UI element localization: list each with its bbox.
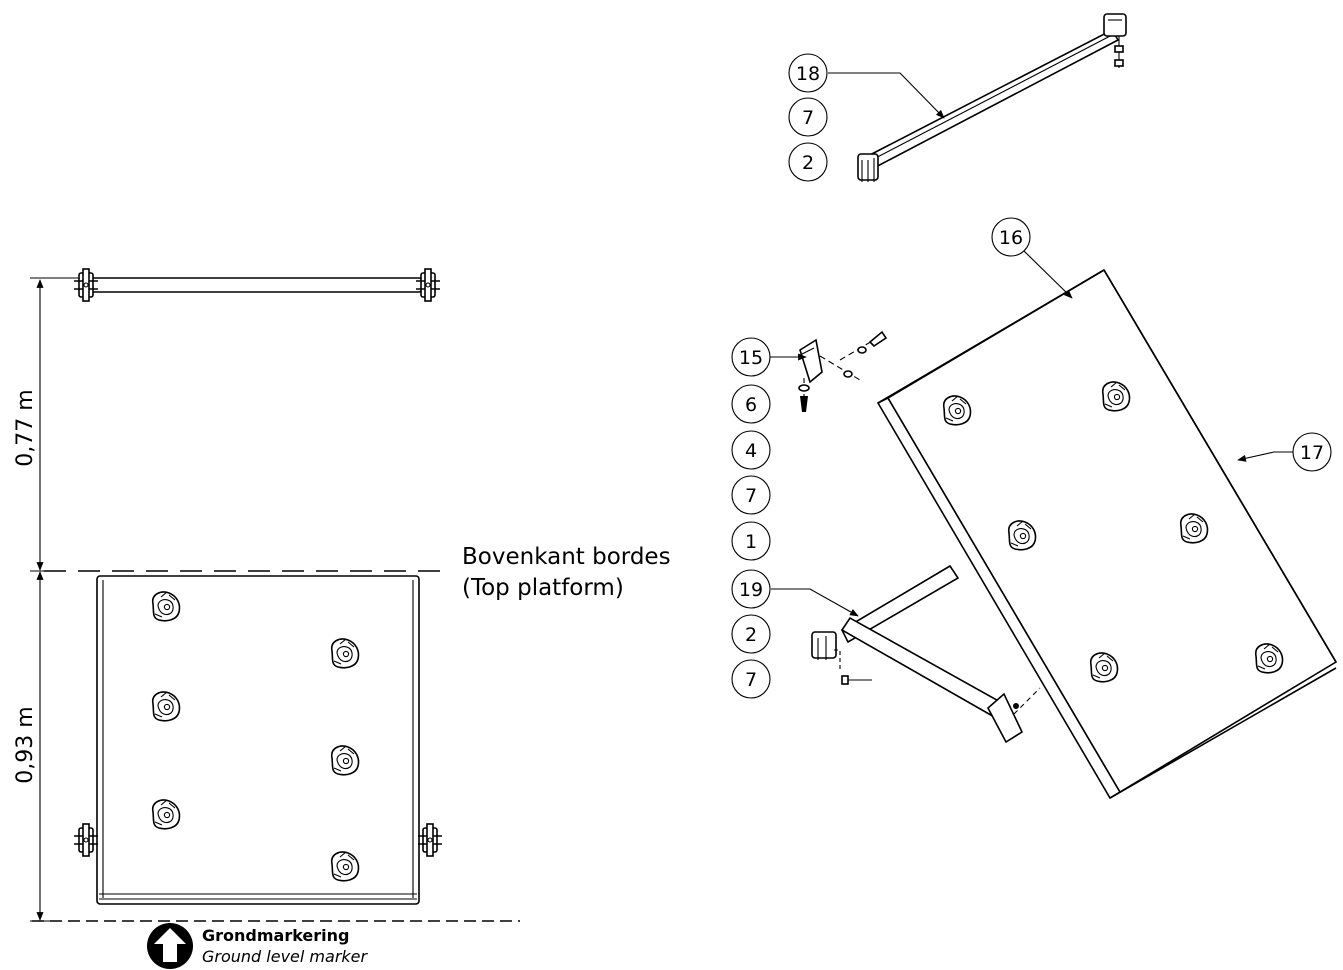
climbing-hold-icon — [1101, 381, 1131, 412]
balloon-group-left: 15 6 4 7 1 19 2 7 — [731, 337, 771, 699]
balloon-panel-top: 16 — [991, 217, 1031, 257]
top-bar-iso — [828, 13, 1127, 182]
balloon-19: 19 — [739, 579, 763, 601]
balloon-panel-right: 17 — [1292, 432, 1332, 472]
balloon-18: 18 — [796, 63, 820, 85]
climbing-hold-icon — [151, 691, 181, 722]
climbing-hold-icon — [1179, 513, 1209, 544]
balloon-1: 1 — [745, 531, 757, 553]
balloon-15: 15 — [739, 347, 763, 369]
climbing-hold-icon — [151, 591, 181, 622]
balloon-17: 17 — [1300, 442, 1324, 464]
climbing-hold-icon — [1254, 643, 1284, 674]
support-bar-iso — [811, 564, 1041, 744]
clamp-icon — [73, 823, 99, 857]
dimension-lines — [30, 279, 60, 922]
ground-marker-en: Ground level marker — [202, 947, 369, 966]
balloon-7: 7 — [745, 485, 757, 507]
balloon-2: 2 — [745, 624, 757, 646]
platform-label-nl: Bovenkant bordes — [462, 544, 671, 570]
platform-label-en: (Top platform) — [462, 575, 624, 601]
climbing-panel-iso — [876, 268, 1338, 800]
balloon-group-top: 18 7 2 — [788, 53, 828, 182]
top-bar-elevation — [30, 268, 441, 302]
ground-marker-nl: Grondmarkering — [202, 926, 350, 945]
balloon-4: 4 — [745, 440, 757, 462]
climbing-hold-icon — [330, 638, 360, 669]
clamp-icon — [417, 823, 443, 857]
climbing-hold-icon — [1007, 520, 1037, 551]
balloon-7: 7 — [745, 669, 757, 691]
climbing-hold-icon — [330, 745, 360, 776]
climbing-hold-icon — [1089, 652, 1119, 683]
climbing-panel-front — [73, 575, 443, 905]
balloon-2: 2 — [802, 152, 814, 174]
climbing-hold-icon — [330, 851, 360, 882]
dimension-lower: 0,93 m — [13, 706, 38, 783]
bracket-iso — [797, 330, 888, 412]
up-arrow-icon — [147, 923, 193, 969]
climbing-hold-icon — [942, 395, 972, 426]
balloon-7: 7 — [802, 107, 814, 129]
balloon-16: 16 — [999, 227, 1023, 249]
dimension-upper: 0,77 m — [13, 389, 38, 466]
climbing-hold-icon — [151, 799, 181, 830]
balloon-6: 6 — [745, 394, 757, 416]
